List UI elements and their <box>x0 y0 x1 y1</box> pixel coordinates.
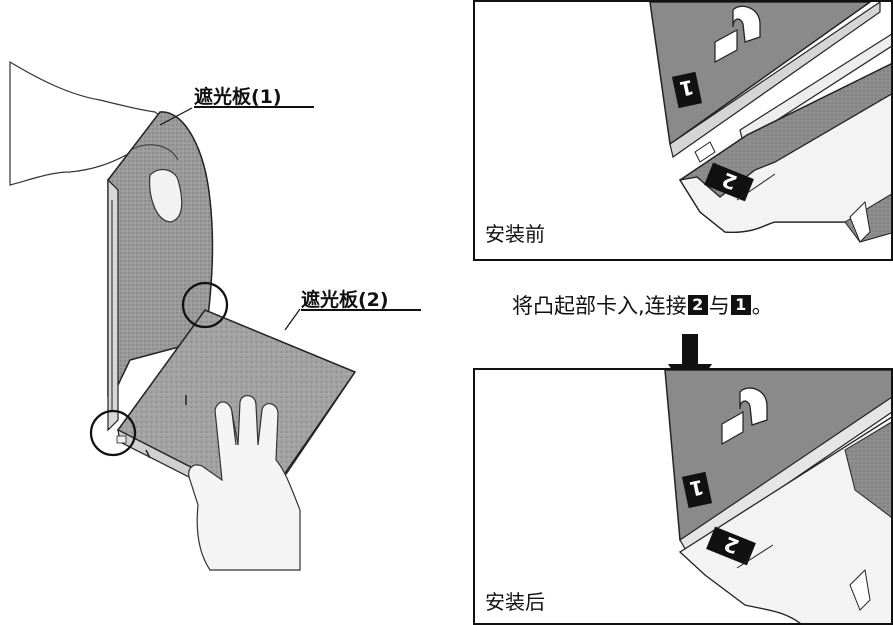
instruction-text-before: 将凸起部卡入,连接 <box>512 294 687 318</box>
joint-circle-bottom <box>89 409 137 457</box>
down-arrow-icon <box>668 334 712 396</box>
instruction-text-after: 。 <box>751 294 773 318</box>
lower-hand <box>188 395 301 571</box>
after-panel-drawing: 1 2 <box>664 370 891 623</box>
badge-1: 1 <box>730 295 751 315</box>
shade-2-underline <box>301 309 421 311</box>
badge-2: 2 <box>687 295 708 315</box>
joint-circle-top <box>181 281 229 329</box>
leader-line-1 <box>159 107 193 126</box>
before-installation-panel: 1 2 安装前 <box>473 0 893 261</box>
after-caption: 安装后 <box>485 590 545 614</box>
shade-2-label: 遮光板(2) <box>301 289 389 311</box>
after-installation-panel: 1 2 安装后 <box>473 368 893 625</box>
before-caption: 安装前 <box>485 222 545 246</box>
shade-panel-1 <box>107 111 214 432</box>
instruction-text-middle: 与 <box>708 294 730 318</box>
tab-1-text: 1 <box>677 75 696 101</box>
leader-line-2 <box>284 308 301 331</box>
before-panel-drawing: 1 2 <box>649 2 891 243</box>
instruction-text: 将凸起部卡入,连接 2 与 1 。 <box>512 290 773 320</box>
tab-1-text-after: 1 <box>687 475 706 501</box>
shade-1-underline <box>194 106 314 108</box>
shade-1-label: 遮光板(1) <box>194 86 282 108</box>
